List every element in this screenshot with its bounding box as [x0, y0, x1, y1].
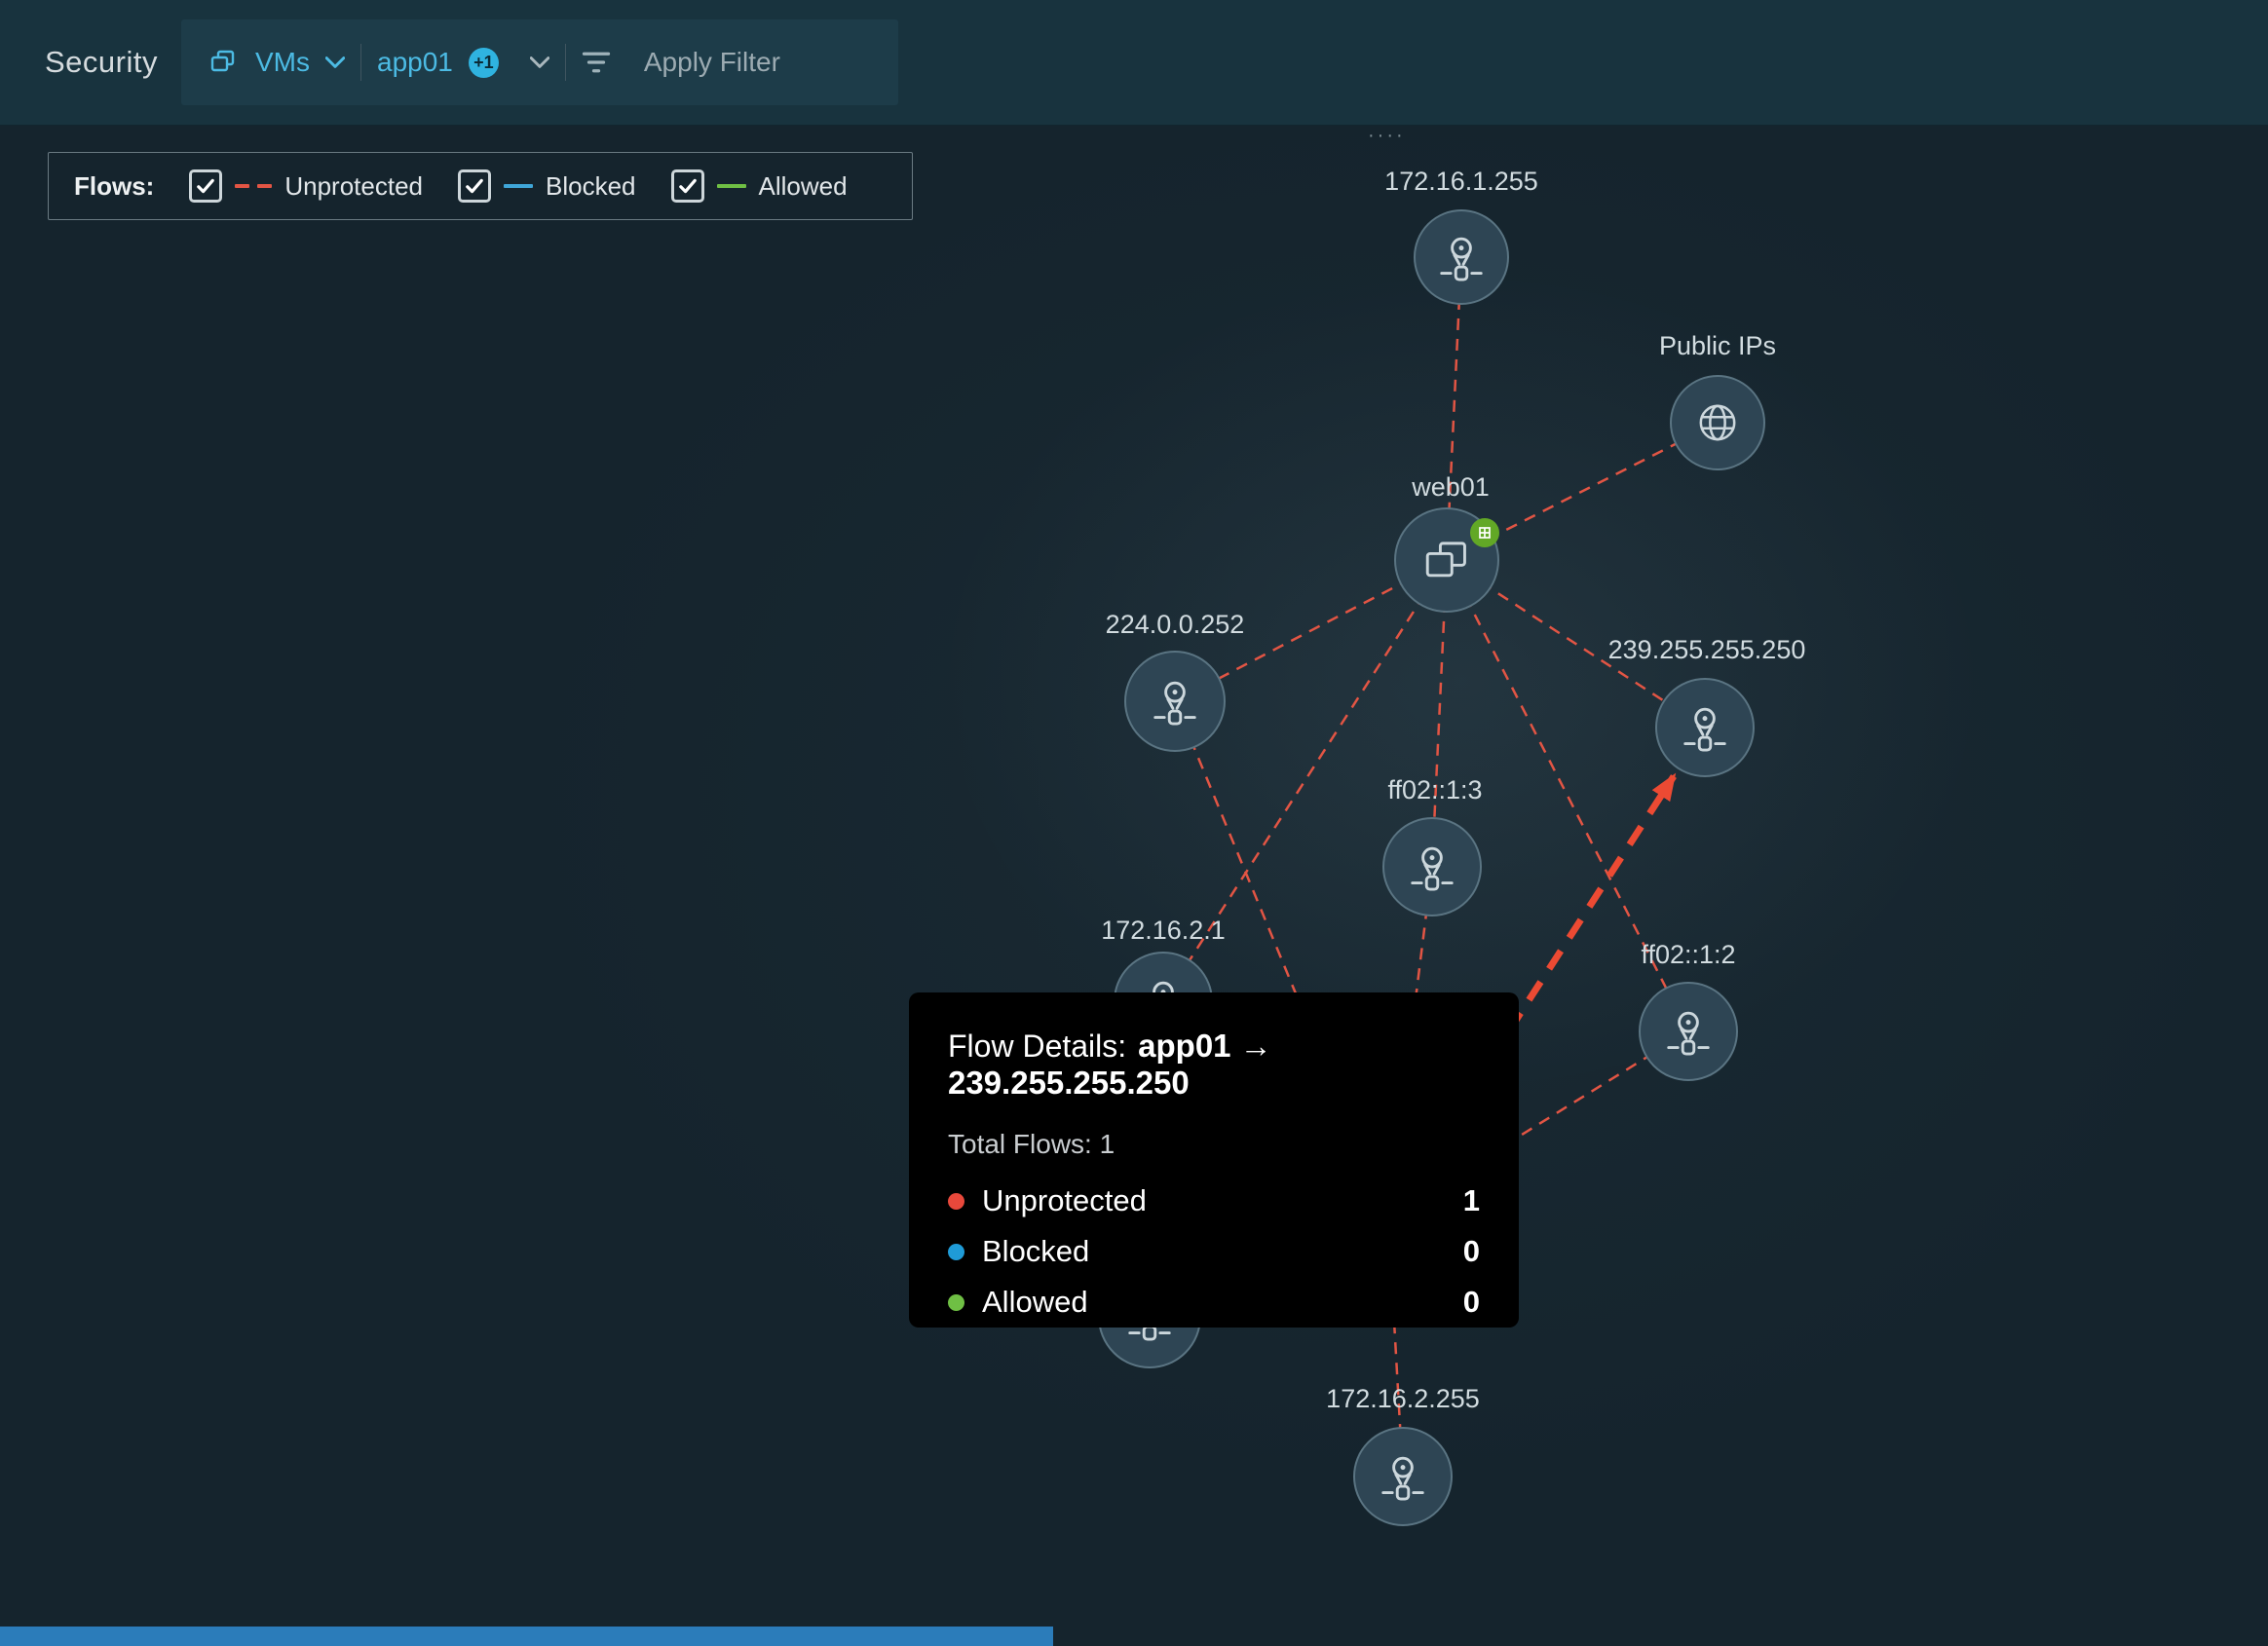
node-label-239-255-255-250: 239.255.255.250 [1608, 635, 1806, 665]
row-value: 0 [1463, 1285, 1480, 1320]
tooltip-row-unprotected: Unprotected 1 [948, 1176, 1480, 1226]
separator [565, 44, 566, 81]
node-label-224-0-0-252: 224.0.0.252 [1106, 610, 1245, 640]
offscreen-node-ellipsis: ···· [1368, 125, 1406, 147]
group-add-badge-icon[interactable] [1470, 518, 1499, 547]
node-172-16-2-255[interactable] [1353, 1427, 1453, 1526]
node-label-172-16-2-1: 172.16.2.1 [1101, 916, 1226, 946]
node-label-ff02-1-2: ff02::1:2 [1641, 940, 1735, 970]
ip-pin-icon [1663, 1006, 1714, 1057]
check-icon [463, 174, 486, 198]
tooltip-rows: Unprotected 1 Blocked 0 Allowed 0 [948, 1176, 1480, 1328]
unprotected-line-sample [235, 184, 272, 188]
legend-title: Flows: [74, 171, 154, 202]
entity-type-dropdown[interactable]: VMs [255, 47, 310, 78]
legend-label: Unprotected [284, 171, 423, 202]
row-value: 0 [1463, 1234, 1480, 1269]
tooltip-total-flows: Total Flows: 1 [948, 1129, 1480, 1160]
selected-entity[interactable]: app01 [377, 47, 453, 78]
ip-pin-icon [1680, 702, 1730, 753]
allowed-line-sample [717, 184, 746, 188]
ip-pin-icon [1407, 842, 1457, 892]
node-224-0-0-252[interactable] [1124, 651, 1226, 752]
unprotected-dot-icon [948, 1193, 964, 1210]
vm-icon [1418, 532, 1475, 588]
node-ff02-1-2[interactable] [1639, 982, 1738, 1081]
legend-label: Blocked [546, 171, 636, 202]
node-label-ff02-1-3: ff02::1:3 [1387, 775, 1482, 805]
filter-bar: VMs app01 +1 Apply Filter [181, 19, 898, 105]
apply-filter-button[interactable]: Apply Filter [644, 47, 780, 78]
chevron-down-icon[interactable] [530, 56, 549, 68]
row-value: 1 [1463, 1183, 1480, 1218]
top-header: Security VMs app01 +1 Apply Filter [0, 0, 2268, 126]
legend-item-unprotected: Unprotected [189, 169, 423, 203]
filter-icon[interactable] [582, 50, 611, 75]
ip-pin-icon [1378, 1451, 1428, 1502]
node-public-ips[interactable] [1670, 375, 1765, 470]
chevron-down-icon[interactable] [325, 56, 345, 68]
blocked-line-sample [504, 184, 533, 188]
ip-pin-icon [1436, 232, 1487, 282]
additional-count-badge[interactable]: +1 [469, 48, 499, 78]
legend-label: Allowed [759, 171, 848, 202]
tooltip-title: Flow Details:app01 → 239.255.255.250 [948, 1028, 1480, 1102]
tooltip-row-allowed: Allowed 0 [948, 1277, 1480, 1328]
flows-legend: Flows: Unprotected Blocked Allowed [48, 152, 913, 220]
flow-details-tooltip: Flow Details:app01 → 239.255.255.250 Tot… [909, 992, 1519, 1328]
node-web01[interactable] [1394, 507, 1499, 613]
node-239-255-255-250[interactable] [1655, 678, 1755, 777]
node-ff02-1-3[interactable] [1382, 817, 1482, 917]
blocked-checkbox[interactable] [458, 169, 491, 203]
allowed-dot-icon [948, 1294, 964, 1311]
row-label: Unprotected [982, 1183, 1147, 1218]
node-172-16-1-255[interactable] [1414, 209, 1509, 305]
tooltip-row-blocked: Blocked 0 [948, 1226, 1480, 1277]
check-icon [676, 174, 699, 198]
separator [360, 44, 361, 81]
blocked-dot-icon [948, 1244, 964, 1260]
row-label: Blocked [982, 1234, 1089, 1269]
allowed-checkbox[interactable] [671, 169, 704, 203]
bottom-blue-bar [0, 1627, 1053, 1646]
node-label-172-16-2-255: 172.16.2.255 [1326, 1384, 1480, 1414]
ip-pin-icon [1150, 676, 1200, 727]
legend-item-allowed: Allowed [671, 169, 848, 203]
tooltip-title-prefix: Flow Details: [948, 1029, 1126, 1064]
node-label-172-16-1-255: 172.16.1.255 [1384, 167, 1538, 197]
row-label: Allowed [982, 1285, 1088, 1320]
vm-icon [207, 46, 240, 79]
node-label-public-ips: Public IPs [1659, 331, 1776, 361]
unprotected-checkbox[interactable] [189, 169, 222, 203]
node-label-web01: web01 [1412, 472, 1490, 503]
check-icon [194, 174, 217, 198]
page-title: Security [45, 45, 158, 80]
legend-item-blocked: Blocked [458, 169, 636, 203]
globe-icon [1690, 395, 1745, 450]
